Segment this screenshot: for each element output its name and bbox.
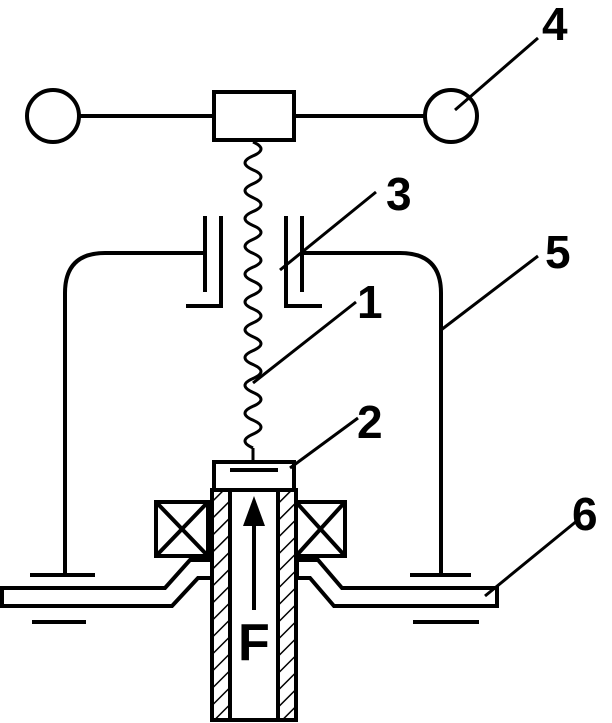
left-base-plate bbox=[0, 558, 214, 608]
right-lead-wire bbox=[302, 251, 443, 575]
leader-2 bbox=[289, 416, 359, 470]
leader-3 bbox=[279, 190, 377, 272]
label-6: 6 bbox=[572, 488, 598, 540]
label-3: 3 bbox=[386, 168, 412, 220]
label-2: 2 bbox=[357, 396, 383, 448]
leader-5 bbox=[440, 254, 539, 332]
up-arrow-icon bbox=[243, 496, 265, 526]
top-block bbox=[212, 90, 296, 142]
left-coil-icon bbox=[154, 500, 210, 558]
piston-cap bbox=[212, 460, 296, 492]
label-1: 1 bbox=[357, 276, 383, 328]
leader-1 bbox=[252, 300, 357, 385]
left-ball bbox=[25, 88, 81, 144]
left-lead-wire bbox=[63, 251, 205, 575]
tube-right-wall bbox=[276, 488, 298, 722]
label-5: 5 bbox=[545, 226, 571, 278]
tube-left-wall bbox=[210, 488, 232, 722]
leader-6 bbox=[484, 518, 579, 598]
label-4: 4 bbox=[542, 0, 568, 50]
right-coil-icon bbox=[294, 500, 347, 558]
force-label: F bbox=[238, 614, 270, 672]
coiled-spring bbox=[243, 140, 263, 450]
leader-4 bbox=[454, 36, 539, 112]
right-base-plate bbox=[295, 558, 499, 608]
